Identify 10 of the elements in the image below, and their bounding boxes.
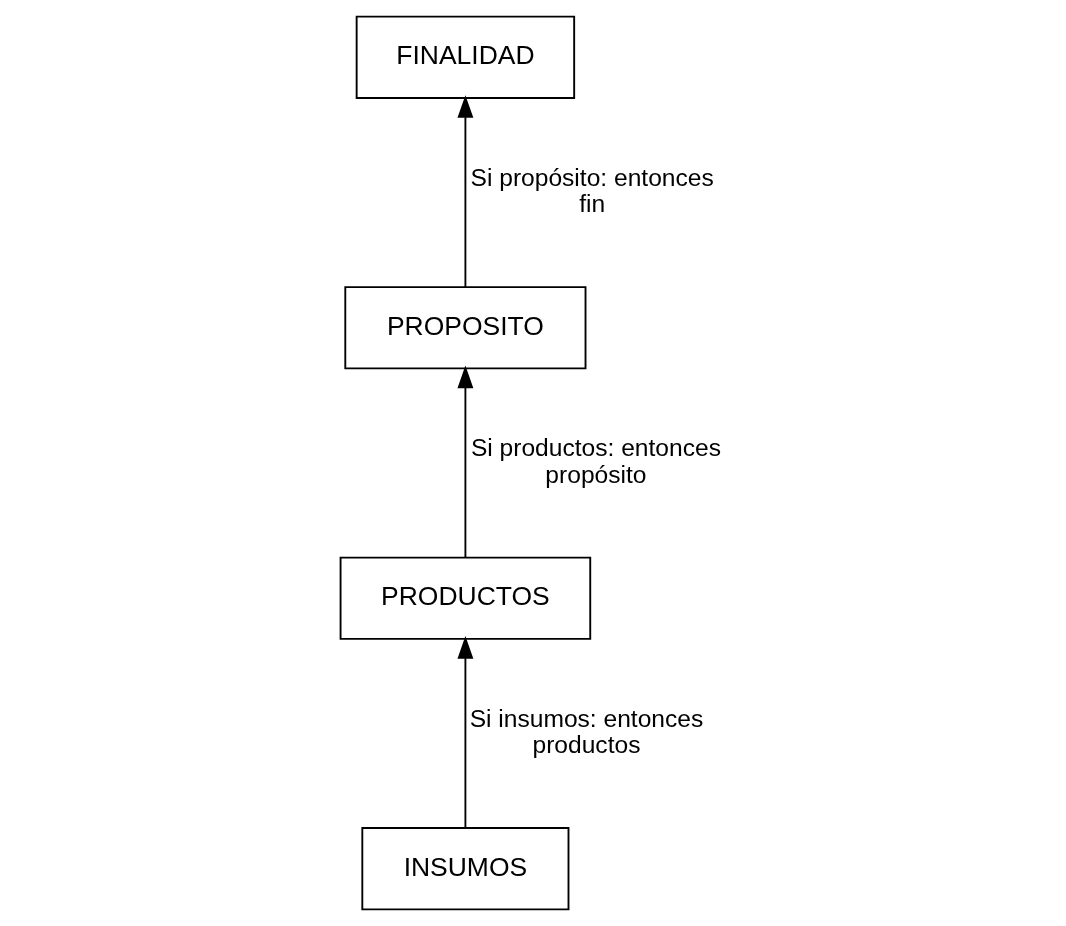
edge-label: Si propósito: entonces fin	[470, 163, 714, 218]
arrow	[456, 95, 473, 289]
edge-label: Si productos: entonces propósito	[470, 434, 721, 488]
edge-label: Si insumos: entonces productos	[469, 704, 703, 759]
node-box: PRODUCTOS	[339, 556, 591, 640]
node-box: INSUMOS	[360, 827, 569, 911]
arrow	[456, 636, 473, 829]
arrow	[456, 365, 473, 559]
node-box: FINALIDAD	[355, 15, 575, 99]
node-box: PROPOSITO	[343, 286, 586, 370]
